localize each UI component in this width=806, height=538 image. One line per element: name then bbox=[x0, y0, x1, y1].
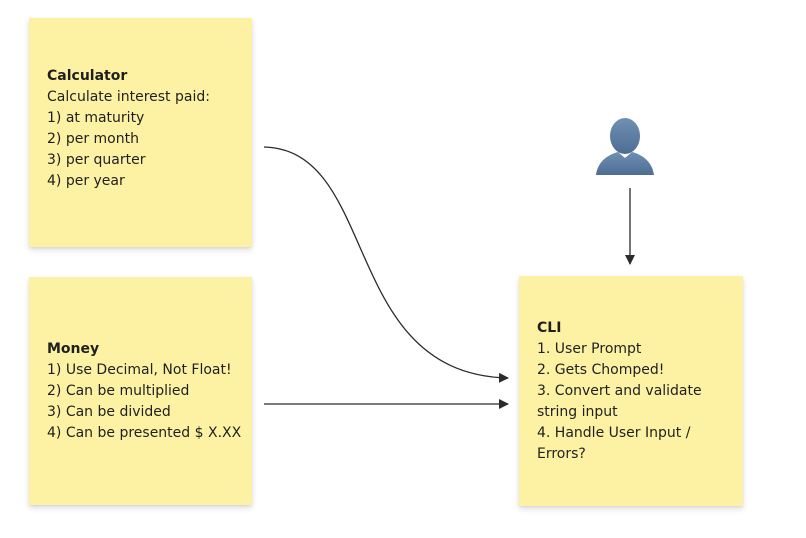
sticky-note-money[interactable]: Money 1) Use Decimal, Not Float! 2) Can … bbox=[29, 277, 252, 505]
note-line: 4) Can be presented $ X.XX bbox=[47, 424, 242, 441]
note-line: 3) Can be divided bbox=[47, 403, 171, 420]
note-line: 4) per year bbox=[47, 173, 125, 189]
note-title: CLI bbox=[537, 319, 562, 336]
note-title: Calculator bbox=[47, 68, 128, 84]
note-line: 1) Use Decimal, Not Float! bbox=[47, 361, 232, 378]
connector-calculator-to-cli[interactable] bbox=[263, 146, 509, 383]
user-icon[interactable] bbox=[596, 118, 654, 175]
note-title: Money bbox=[47, 340, 100, 357]
note-line: 4. Handle User Input / Errors? bbox=[537, 424, 691, 462]
note-line: 1) at maturity bbox=[47, 110, 145, 126]
sticky-note-calculator[interactable]: Calculator Calculate interest paid: 1) a… bbox=[29, 18, 252, 247]
note-line: 3) per quarter bbox=[47, 152, 146, 168]
note-line: 1. User Prompt bbox=[537, 340, 642, 357]
note-line: 3. Convert and validate string input bbox=[537, 382, 702, 420]
note-line: Calculate interest paid: bbox=[47, 89, 210, 105]
note-line: 2) Can be multiplied bbox=[47, 382, 190, 399]
note-line: 2. Gets Chomped! bbox=[537, 361, 665, 378]
note-line: 2) per month bbox=[47, 131, 139, 147]
sticky-note-cli[interactable]: CLI 1. User Prompt 2. Gets Chomped! 3. C… bbox=[519, 276, 743, 506]
